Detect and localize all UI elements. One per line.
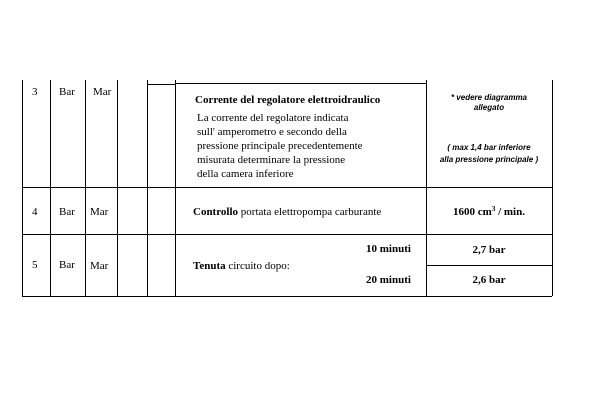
col-line-value-left — [426, 80, 427, 296]
col-line-mar — [117, 80, 118, 296]
row5-title-rest: circuito dopo: — [225, 260, 290, 272]
row3-blank-rule — [147, 84, 175, 85]
row4-col-b: Mar — [90, 206, 109, 218]
row4-number: 4 — [32, 206, 38, 218]
row5-value-1: 2,7 bar — [472, 244, 506, 256]
row5-bottom-rule — [22, 296, 552, 297]
row4-value-exponent: 3 — [491, 205, 496, 213]
row4-value-main: 1600 cm — [453, 206, 492, 218]
row5-value-2: 2,6 bar — [472, 274, 506, 286]
row5-number: 5 — [32, 259, 38, 271]
row3-title: Corrente del regolatore elettroidraulico — [195, 94, 381, 106]
row4-value-unit: / min. — [495, 206, 525, 218]
col-line-left — [22, 80, 23, 296]
row3-col-b: Mar — [93, 86, 112, 98]
row5-title-bold: Tenuta — [193, 260, 226, 272]
row3-desc-line-5: della camera inferiore — [197, 168, 294, 180]
row3-note-line-2: allegato — [473, 103, 505, 112]
row5-time-2: 20 minuti — [366, 274, 411, 286]
row3-number: 3 — [32, 86, 38, 98]
row3-bottom-rule — [22, 187, 552, 188]
row3-desc-line-2: sull' amperometro e secondo della — [197, 126, 347, 138]
row4-bottom-rule — [22, 234, 552, 235]
row5-col-b: Mar — [90, 260, 109, 272]
row3-desc-line-4: misurata determinare la pressione — [197, 154, 346, 166]
row3-note-line-1: * vedere diagramma — [450, 93, 528, 102]
row3-limit-line-1: ( max 1,4 bar inferiore — [447, 143, 531, 152]
row3-desc-line-1: La corrente del regolatore indicata — [197, 112, 349, 124]
row5-time-1: 10 minuti — [366, 243, 411, 255]
row3-col-a: Bar — [59, 86, 75, 98]
row4-title: Controllo portata elettropompa carburant… — [193, 205, 381, 219]
row3-desc-line-3: pressione principale precedentemente — [197, 140, 363, 152]
col-line-num — [50, 80, 51, 296]
row5-split-rule — [426, 265, 552, 266]
col-line-right — [552, 80, 553, 296]
col-line-desc-left — [175, 80, 176, 296]
row3-limit-line-2: alla pressione principale ) — [439, 155, 539, 164]
row4-title-bold: Controllo — [193, 206, 239, 218]
row4-title-rest: portata elettropompa carburante — [238, 206, 382, 218]
col-line-bar — [85, 80, 86, 296]
row5-title: Tenuta circuito dopo: — [193, 259, 290, 273]
col-line-blank — [147, 80, 148, 296]
row4-col-a: Bar — [59, 206, 75, 218]
row4-value: 1600 cm3 / min. — [426, 205, 552, 219]
row5-col-a: Bar — [59, 259, 75, 271]
row3-top-rule — [175, 83, 426, 84]
